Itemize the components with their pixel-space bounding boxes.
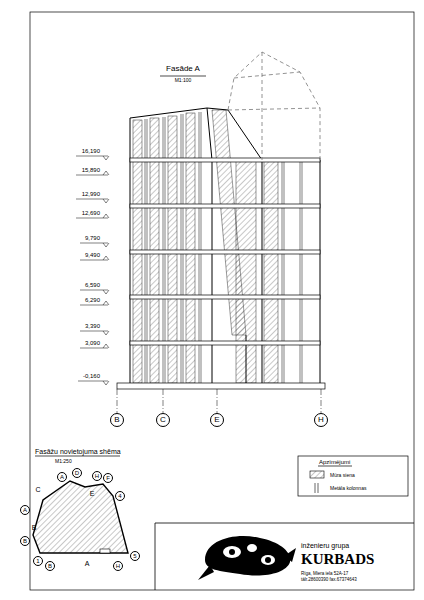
plan-scheme bbox=[33, 481, 128, 553]
plan-bubble: H bbox=[92, 471, 102, 481]
plan-bubble: A bbox=[20, 505, 30, 515]
scale-text: M1:100 bbox=[175, 78, 192, 83]
facade-letter: C bbox=[35, 486, 40, 493]
title-block-lines bbox=[155, 523, 414, 590]
axis-bubble: E bbox=[210, 413, 224, 427]
floor-slabs bbox=[117, 158, 325, 389]
company-text: Rīga, Miera iela 52A-17 bbox=[301, 572, 348, 577]
scale-text: M1:250 bbox=[55, 459, 72, 464]
axis-letter: E bbox=[214, 416, 219, 424]
kurbads-logo bbox=[198, 536, 296, 580]
plan-bubble: F bbox=[103, 473, 113, 483]
plan-bubble: B bbox=[45, 561, 55, 571]
company-text: tālr.28600390 fax.67374643 bbox=[301, 578, 357, 583]
level-mark: 3,390 bbox=[85, 323, 100, 329]
level-mark: -0,160 bbox=[83, 373, 100, 379]
axis-letter: B bbox=[23, 538, 27, 544]
facade-letter: A bbox=[85, 560, 90, 567]
level-markers bbox=[76, 156, 109, 385]
axis-letter: 5 bbox=[133, 553, 136, 559]
company-text: inženieru grupa bbox=[301, 542, 349, 549]
axis-letter: H bbox=[318, 416, 324, 424]
level-mark: 12,690 bbox=[82, 210, 100, 216]
legend-title: Apzīmējumi bbox=[319, 459, 350, 465]
title-block: inženieru grupaKURBADS Rīga, Miera iela 5… bbox=[155, 523, 414, 590]
axis-letter: F bbox=[106, 475, 110, 481]
roof-dashed bbox=[228, 52, 320, 160]
level-mark: 9,490 bbox=[85, 252, 100, 258]
legend-samples bbox=[310, 471, 324, 493]
scheme-title: Fasāžu novietojuma shēma bbox=[35, 448, 121, 455]
axis-lines bbox=[117, 389, 321, 413]
level-mark: 16,190 bbox=[82, 148, 100, 154]
plan-bubble: 4 bbox=[115, 491, 125, 501]
axis-letter: A bbox=[60, 474, 64, 480]
level-mark: 15,890 bbox=[82, 167, 100, 173]
plan-bubble: B bbox=[20, 536, 30, 546]
legend-text: Mūra siena bbox=[330, 473, 355, 478]
axis-letter: C bbox=[160, 416, 166, 424]
facade-outline bbox=[130, 108, 320, 385]
axis-letter: B bbox=[48, 563, 52, 569]
level-mark: 12,990 bbox=[82, 191, 100, 197]
sheet-title: Fasāde A bbox=[166, 65, 200, 73]
axis-bubble: B bbox=[110, 413, 124, 427]
axis-letter: H bbox=[116, 563, 120, 569]
axis-letter: D bbox=[75, 470, 79, 476]
sheet-frame bbox=[30, 12, 414, 590]
axis-letter: B bbox=[114, 416, 119, 424]
plan-bubble: H bbox=[113, 561, 123, 571]
axis-bubble: C bbox=[156, 413, 170, 427]
plan-bubble: A bbox=[57, 472, 67, 482]
plan-bubble: 5 bbox=[130, 551, 140, 561]
level-mark: 6,590 bbox=[85, 282, 100, 288]
axis-letter: 4 bbox=[118, 493, 121, 499]
plan-bubble: D bbox=[72, 468, 82, 478]
axis-letter: H bbox=[95, 473, 99, 479]
level-mark: 9,790 bbox=[85, 235, 100, 241]
level-mark: 3,090 bbox=[85, 340, 100, 346]
level-mark: 6,290 bbox=[85, 297, 100, 303]
company-name: KURBADS bbox=[301, 552, 374, 567]
plan-bubble: 1 bbox=[33, 556, 43, 566]
axis-letter: 1 bbox=[36, 558, 39, 564]
facade-letter: E bbox=[90, 490, 95, 497]
legend-text: Metāla kolonnas bbox=[330, 486, 366, 491]
facade-letter: B bbox=[32, 524, 37, 531]
axis-letter: A bbox=[23, 507, 27, 513]
axis-bubble: H bbox=[314, 413, 328, 427]
